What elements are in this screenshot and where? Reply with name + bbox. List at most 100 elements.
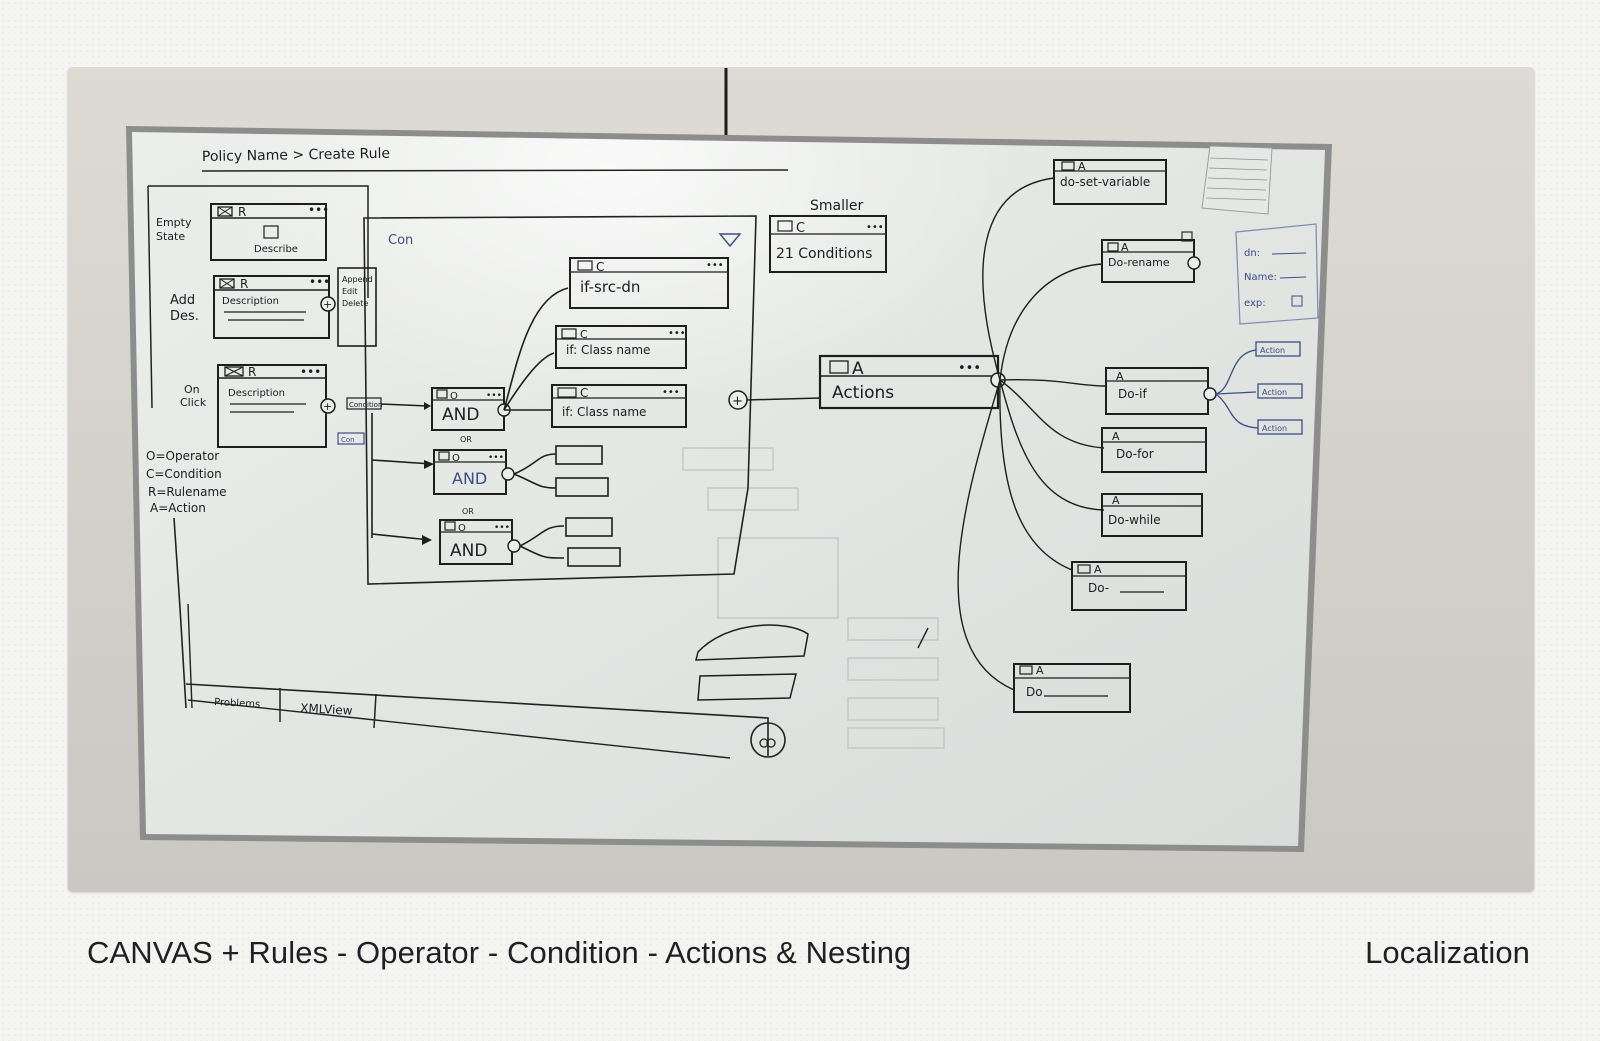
legend-condition: C=Condition [146, 467, 222, 481]
property-name: Name: [1244, 272, 1277, 283]
condition-summary-card: C ••• 21 Conditions [769, 215, 887, 273]
operator-header: O [450, 391, 458, 402]
actions-hub-card: A ••• Actions [818, 354, 1006, 410]
condition-card-2: C ••• if: Class name [555, 325, 687, 369]
more-icon: ••• [308, 203, 329, 217]
add-icon [1203, 387, 1217, 401]
action-header: A [1116, 370, 1124, 383]
action-card-do-for: A Do-for [1101, 427, 1207, 473]
condition-text: if: Class name [566, 343, 650, 357]
rule-card-body: Description [228, 388, 285, 399]
add-icon [507, 539, 521, 553]
condition-card-3: C ••• if: Class name [551, 384, 687, 428]
add-icon [320, 296, 336, 312]
action-header: A [1078, 160, 1086, 173]
menu-item-delete: Delete [342, 299, 368, 308]
label-empty-state-1: Empty [156, 216, 192, 229]
legend-action: A=Action [150, 501, 206, 515]
rule-card-body: Description [222, 296, 279, 307]
action-header: A [1121, 241, 1129, 254]
context-menu: Append Edit Delete [337, 267, 377, 347]
property-dn: dn: [1244, 248, 1260, 259]
rule-card-header: R [248, 365, 256, 379]
smaller-note: Smaller [810, 198, 863, 214]
canvas-label: Con [388, 233, 413, 248]
action-card-do-blank: A Do- [1071, 561, 1187, 611]
svg-text:+: + [732, 394, 743, 409]
nested-action-3: Action [1262, 424, 1287, 433]
svg-text:•••: ••• [494, 523, 510, 533]
add-icon [320, 398, 336, 414]
svg-text:+: + [323, 400, 332, 413]
small-tag: Con [341, 436, 355, 444]
ai-icon [750, 722, 786, 758]
breadcrumb: Policy Name > Create Rule [202, 146, 390, 165]
action-text: Do-rename [1108, 256, 1170, 269]
svg-text:•••: ••• [866, 222, 884, 233]
nested-action-2: Action [1262, 388, 1287, 397]
condition-text: if: Class name [562, 405, 646, 419]
whiteboard-board [126, 126, 1332, 852]
whiteboard-photo: Policy Name > Create Rule Empty State Ad… [67, 67, 1535, 893]
tab-xmlview: XMLView [300, 701, 353, 718]
action-card-do-if: A Do-if [1105, 367, 1217, 415]
marker-sticker [1201, 145, 1273, 215]
legend-operator: O=Operator [146, 449, 219, 463]
action-text: Do-for [1116, 447, 1154, 461]
svg-text:•••: ••• [706, 260, 724, 271]
condition-header: C [580, 386, 588, 400]
more-icon: ••• [309, 275, 330, 289]
action-header: A [1094, 563, 1102, 576]
legend: O=Operator C=Condition R=Rulename A=Acti… [146, 449, 227, 515]
svg-text:•••: ••• [486, 391, 502, 401]
image-icon [219, 278, 235, 289]
action-text: Do- [1088, 581, 1109, 595]
operator-and-1: O ••• AND [431, 387, 511, 431]
condition-summary-text: 21 Conditions [776, 246, 872, 262]
action-text: Do [1026, 685, 1043, 699]
label-empty-state-2: State [156, 230, 185, 243]
action-text: Do-while [1108, 513, 1161, 527]
properties-panel: dn: Name: exp: [1235, 223, 1319, 325]
svg-text:•••: ••• [668, 328, 686, 339]
svg-text:•••: ••• [662, 387, 680, 398]
condition-header: C [596, 260, 604, 274]
legend-rulename: R=Rulename [148, 485, 227, 499]
rule-card-header: R [240, 277, 248, 291]
menu-item-edit: Edit [342, 287, 358, 296]
document-icon [263, 225, 279, 239]
caption-bar: CANVAS + Rules - Operator - Condition - … [87, 935, 1530, 971]
operator-and-3: O ••• AND [439, 519, 521, 565]
image-icon [217, 206, 233, 217]
whiteboard-sketch: Policy Name > Create Rule Empty State Ad… [68, 68, 1534, 892]
action-header: A [852, 359, 864, 379]
label-add-des-1: Add [170, 293, 195, 308]
more-icon: ••• [300, 365, 321, 379]
nested-action-1: Action [1260, 346, 1285, 355]
operator-label: AND [452, 469, 487, 488]
rule-card-header: R [238, 205, 246, 219]
caption-title: CANVAS + Rules - Operator - Condition - … [87, 935, 912, 970]
operator-and-2: O ••• AND [433, 449, 515, 495]
action-header: A [1112, 430, 1120, 443]
filter-icon [718, 233, 742, 248]
action-card-do-set-variable: A do-set-variable [1053, 159, 1167, 205]
rule-card-description: R ••• Description + [213, 275, 336, 339]
condition-header: C [580, 328, 588, 341]
operator-label: AND [450, 541, 487, 561]
label-on-click-1: On [184, 383, 200, 396]
condition-header: C [796, 221, 805, 236]
or-label: OR [462, 507, 474, 516]
action-text: Do-if [1118, 387, 1147, 401]
condition-text: if-src-dn [580, 278, 640, 296]
property-exp: exp: [1244, 298, 1266, 309]
image-icon [224, 366, 244, 377]
operator-header: O [452, 453, 460, 464]
svg-text:•••: ••• [488, 453, 504, 463]
operator-header: O [458, 523, 466, 534]
operator-label: AND [442, 405, 479, 425]
action-card-do-while: A Do-while [1101, 493, 1203, 537]
action-card-do: A Do [1013, 663, 1131, 713]
action-card-do-rename: A Do-rename [1101, 231, 1201, 283]
action-text: do-set-variable [1060, 175, 1150, 189]
